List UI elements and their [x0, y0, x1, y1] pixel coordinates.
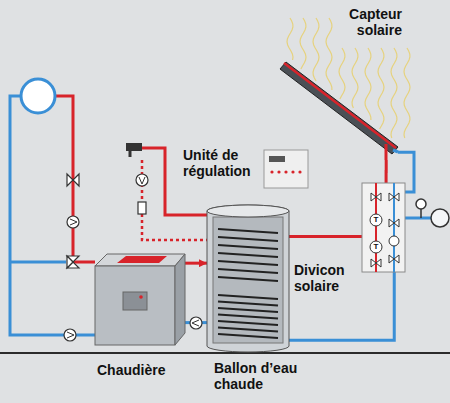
- upper-coil: [218, 253, 278, 257]
- pipe-connector: [185, 262, 207, 265]
- heat-wave: [339, 48, 345, 99]
- controller-display: [269, 156, 285, 162]
- tank-top: [207, 205, 289, 217]
- node-label: Chaudière: [97, 362, 187, 378]
- shape-outline: [264, 150, 308, 188]
- thermometer-symbol: [370, 214, 382, 226]
- heat-wave: [391, 48, 397, 138]
- boiler-display: [117, 256, 167, 263]
- ground-line: [0, 352, 450, 354]
- pipe-connector: [385, 160, 388, 183]
- controller-led: [291, 170, 294, 173]
- node-label: Divicon solaire: [294, 262, 358, 294]
- heat-wave: [300, 18, 306, 69]
- controller-led: [270, 170, 273, 173]
- pump-symbol: [67, 216, 79, 228]
- thermometer-label: T: [370, 241, 382, 253]
- divicon-housing: [362, 183, 405, 272]
- node-label: Capteur solaire: [336, 6, 402, 38]
- check-valve: [138, 202, 146, 214]
- lower-coil: [218, 302, 278, 306]
- heat-wave: [313, 18, 319, 81]
- divicon-station: Divicon solaire: [362, 183, 405, 272]
- controller-housing: [264, 150, 308, 188]
- tank-shell: [207, 205, 289, 352]
- upper-coil: [218, 269, 278, 273]
- valve-symbol: [389, 255, 399, 263]
- upper-coil: [218, 229, 278, 233]
- shape-outline: [207, 205, 289, 352]
- heat-wave: [365, 48, 371, 120]
- collector-panel: [280, 62, 398, 154]
- mixer-bypass-pipe: [10, 261, 66, 264]
- node-label: Ballon d’eau chaude: [214, 360, 309, 392]
- solar-collector: Capteur solaire: [280, 62, 398, 160]
- controller-led: [277, 170, 280, 173]
- boiler-lamp: [139, 295, 143, 299]
- upper-coil: [218, 245, 278, 249]
- controller-led: [284, 170, 287, 173]
- lower-coil: [218, 295, 278, 299]
- heating-return-pipe: [10, 96, 95, 335]
- pressure-gauge: [416, 199, 426, 209]
- boiler-side: [175, 254, 185, 345]
- pipe-connector: [289, 235, 362, 238]
- heat-wave: [378, 48, 384, 129]
- pump-symbol: [190, 317, 202, 329]
- thermometer-label: T: [370, 214, 382, 226]
- heating-flow-pipe: [56, 96, 95, 262]
- lower-coil: [218, 315, 278, 319]
- heat-wave: [287, 18, 293, 60]
- heat-wave: [326, 18, 332, 90]
- boiler-front: [95, 266, 175, 345]
- tank-inner: [213, 217, 283, 343]
- upper-coil: [218, 237, 278, 241]
- collector-inlet: [393, 150, 398, 152]
- lower-coil: [218, 321, 278, 325]
- collector-header: [284, 63, 396, 148]
- valve-symbol: [389, 219, 399, 227]
- expansion-pipe: [405, 217, 431, 220]
- divicon-pump: [389, 236, 399, 246]
- boiler: Chaudière: [95, 252, 185, 345]
- pump-symbol: [64, 329, 76, 341]
- shape-outline: [362, 183, 405, 272]
- thermometer-symbol: [370, 241, 382, 253]
- lower-coil: [218, 334, 278, 338]
- valve-symbol: [371, 193, 381, 201]
- radiator-symbol: [21, 79, 55, 113]
- expansion-vessel: [431, 209, 449, 227]
- heat-wave: [404, 48, 410, 138]
- gauge-stem: [420, 209, 422, 218]
- shape-outline: [280, 62, 398, 160]
- mixing-valve: [67, 256, 79, 268]
- valve-symbol: [389, 193, 399, 201]
- valve-symbol: [371, 259, 381, 267]
- heat-wave: [352, 48, 358, 108]
- collector-outlet: [385, 144, 388, 160]
- tap-spout: [129, 150, 132, 157]
- controller-led: [298, 170, 301, 173]
- valve-symbol: [67, 174, 79, 186]
- lower-coil: [218, 328, 278, 332]
- upper-coil: [218, 277, 278, 281]
- tap-body: [126, 143, 142, 151]
- shape-outline: [95, 252, 185, 345]
- node-label: Unité de régulation: [183, 147, 260, 179]
- upper-coil: [218, 261, 278, 265]
- lower-coil: [218, 308, 278, 312]
- boiler-panel: [123, 292, 147, 310]
- pump-symbol: [136, 174, 148, 186]
- control-unit: Unité de régulation: [264, 150, 308, 188]
- boiler-top: [95, 254, 185, 266]
- hot-water-tank: Ballon d’eau chaude: [207, 205, 289, 352]
